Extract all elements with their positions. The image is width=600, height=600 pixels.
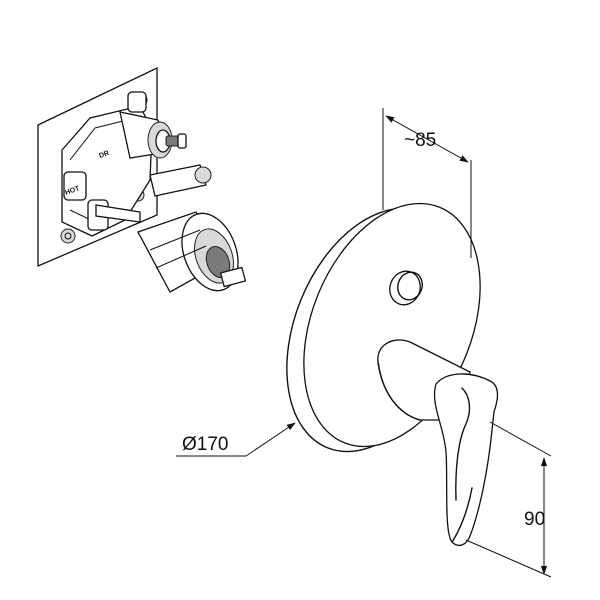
mixing-cartridge (137, 211, 247, 293)
mixer-lever (433, 373, 499, 547)
lever-height-label: 90 (524, 509, 545, 530)
hot-marking: HOT (64, 185, 81, 197)
escutcheon-assembly (286, 202, 499, 547)
diverter-cartridge (119, 91, 187, 159)
depth-label: ~85 (404, 130, 436, 151)
diameter-label: Ø170 (182, 434, 228, 455)
valve-spindle (219, 266, 247, 288)
diameter-dimension: Ø170 (176, 422, 296, 457)
lever-height-dimension: 90 (465, 421, 552, 578)
concealed-valve-body: DR HOT (37, 66, 247, 293)
depth-dimension: ~85 (382, 108, 472, 258)
cold-marking: DR (98, 150, 110, 160)
diverter-button (389, 270, 423, 306)
mounting-lug (60, 228, 76, 244)
